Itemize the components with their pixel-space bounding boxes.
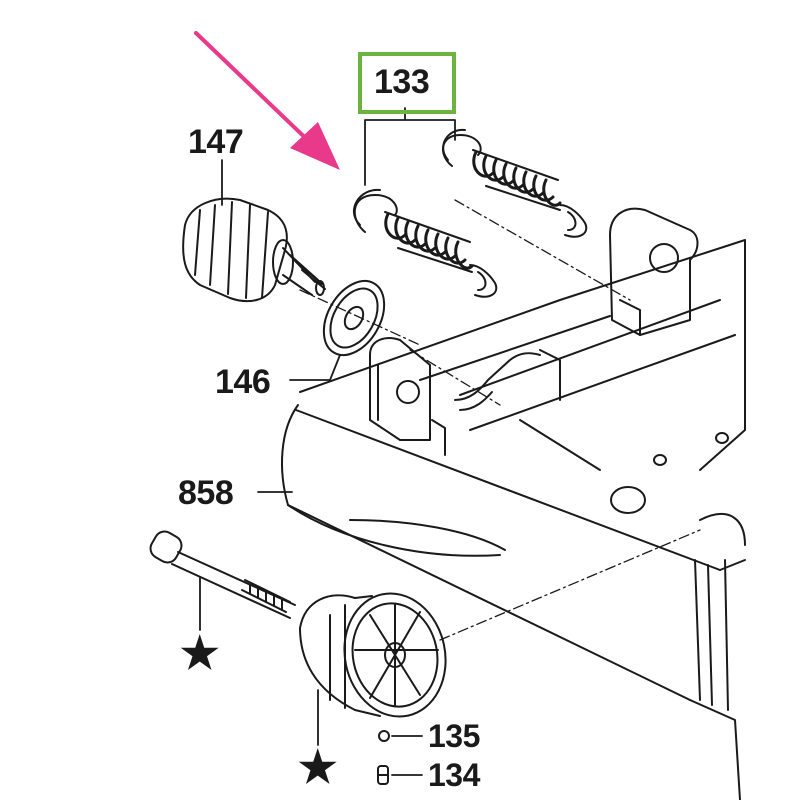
star-mark-wheel: ★ xyxy=(298,743,337,792)
housing-part-858 xyxy=(281,207,746,800)
callout-label-133: 133 xyxy=(374,63,430,101)
bolt-part xyxy=(149,530,296,619)
callout-highlight-box xyxy=(358,52,456,114)
alignment-dashed-lines xyxy=(299,199,701,641)
washer-part-146 xyxy=(322,280,386,356)
spring-part-133-lower xyxy=(353,188,498,298)
callout-label-858: 858 xyxy=(178,474,234,512)
callout-label-135: 135 xyxy=(428,718,480,754)
callout-label-147: 147 xyxy=(188,123,244,161)
small-part-135 xyxy=(378,730,390,742)
spring-part-133-upper xyxy=(442,128,588,238)
leader-lines xyxy=(199,107,456,776)
small-part-134 xyxy=(377,765,389,785)
star-mark-bolt: ★ xyxy=(180,629,219,678)
callout-label-134: 134 xyxy=(428,757,480,793)
adjustment-wheel-part xyxy=(299,592,447,718)
callout-label-146: 146 xyxy=(215,363,271,401)
knob-part-147 xyxy=(182,197,326,303)
pointer-arrow xyxy=(194,31,340,170)
